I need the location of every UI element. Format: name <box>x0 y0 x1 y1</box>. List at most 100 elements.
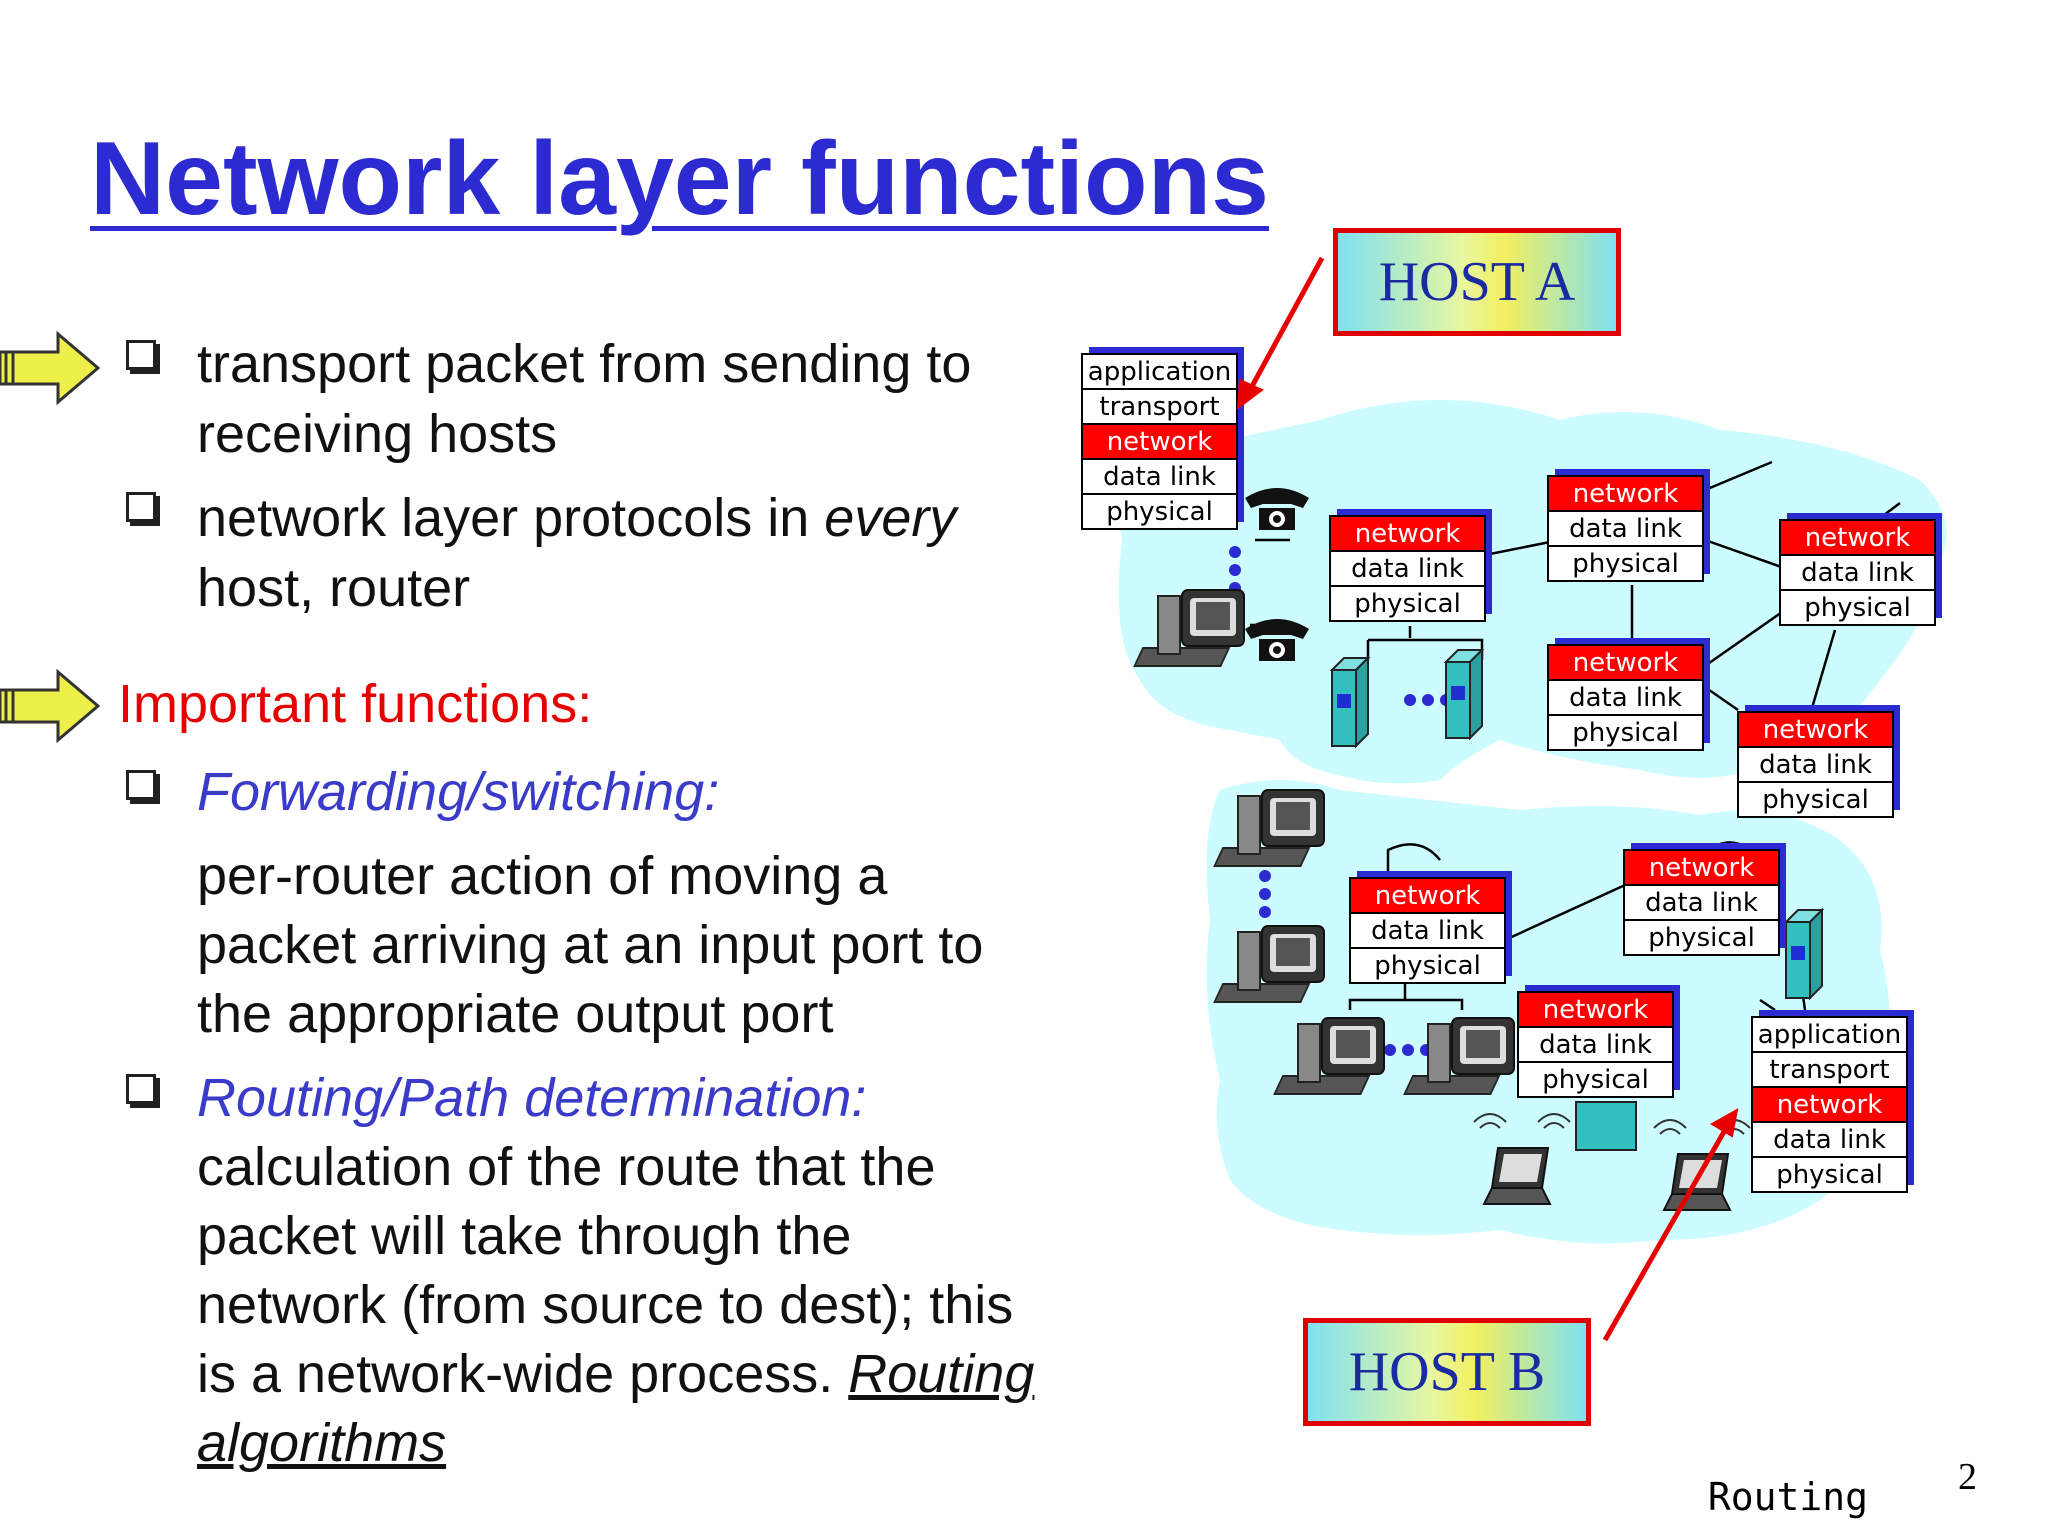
layer-label-network: network <box>1573 479 1679 509</box>
layer-network <box>1081 423 1238 460</box>
layer-application <box>1751 1016 1908 1053</box>
important-functions-heading: Important functions: <box>118 674 593 734</box>
slide-title: Network layer functions <box>90 121 1269 237</box>
layer-application <box>1081 353 1238 390</box>
routing-algorithms-link[interactable]: Routing <box>848 1344 1035 1404</box>
layer-label-datalink: data link <box>1371 916 1484 946</box>
network-cloud <box>1118 400 1947 784</box>
protocol-stack: network data link physical <box>1517 985 1680 1098</box>
layer-label-datalink: data link <box>1759 750 1872 780</box>
layer-network <box>1623 849 1780 886</box>
layer-label-physical: physical <box>1648 923 1755 953</box>
protocol-stack: network data link physical <box>1737 705 1900 818</box>
layer-label-transport: transport <box>1099 392 1219 422</box>
layer-label-network: network <box>1375 881 1481 911</box>
layer-datalink <box>1329 550 1486 587</box>
layer-network <box>1779 519 1936 556</box>
bullet-1-line-2: receiving hosts <box>197 404 558 464</box>
routing-line-4: is a network-wide process. Routing <box>197 1344 1035 1404</box>
server-icon <box>1785 909 1823 999</box>
routing-algorithms-link[interactable]: algorithms <box>197 1413 447 1473</box>
layer-label-network: network <box>1543 995 1649 1025</box>
bullet-icon <box>126 492 156 522</box>
layer-label-physical: physical <box>1542 1065 1649 1095</box>
layer-label-physical: physical <box>1354 589 1461 619</box>
layer-datalink <box>1623 884 1780 921</box>
layer-label-network: network <box>1107 427 1213 457</box>
hub-box <box>1575 1101 1637 1151</box>
protocol-stack: network data link physical <box>1329 509 1492 622</box>
layer-label-datalink: data link <box>1773 1125 1886 1155</box>
routing-heading: Routing/Path determination: <box>197 1068 867 1128</box>
bullet-icon <box>126 340 156 370</box>
layer-label-physical: physical <box>1776 1160 1883 1190</box>
layer-label-transport: transport <box>1769 1055 1889 1085</box>
layer-physical <box>1081 493 1238 530</box>
host-b-label: HOST B <box>1303 1318 1591 1426</box>
layer-physical <box>1547 545 1704 582</box>
layer-label-physical: physical <box>1804 593 1911 623</box>
protocol-stack: application transport network data link phys… <box>1081 347 1244 530</box>
layer-physical <box>1329 585 1486 622</box>
routing-line-3: network (from source to dest); this <box>197 1275 1014 1335</box>
forwarding-line-2: packet arriving at an input port to <box>197 915 984 975</box>
layer-network <box>1517 991 1674 1028</box>
footer-label: Routing <box>1707 1475 1868 1519</box>
layer-label-network: network <box>1777 1090 1883 1120</box>
layer-datalink <box>1081 458 1238 495</box>
layer-label-physical: physical <box>1572 718 1679 748</box>
layer-label-datalink: data link <box>1645 888 1758 918</box>
routing-line-5: algorithms <box>197 1409 446 1478</box>
layer-physical <box>1779 589 1936 626</box>
layer-physical <box>1349 947 1506 984</box>
protocol-stack: application transport network data link phys… <box>1751 1010 1914 1193</box>
layer-physical <box>1737 781 1894 818</box>
layer-network <box>1737 711 1894 748</box>
protocol-stack: network data link physical <box>1623 843 1786 956</box>
bullet-2-line-2: host, router <box>197 558 471 618</box>
protocol-stack: network data link physical <box>1779 513 1942 626</box>
layer-label-physical: physical <box>1374 951 1481 981</box>
layer-transport <box>1751 1051 1908 1088</box>
arrow-right-icon <box>0 330 100 406</box>
layer-label-physical: physical <box>1106 497 1213 527</box>
layer-label-datalink: data link <box>1539 1030 1652 1060</box>
layer-datalink <box>1349 912 1506 949</box>
protocol-stack: network data link physical <box>1349 871 1512 984</box>
layer-datalink <box>1751 1121 1908 1158</box>
layer-physical <box>1623 919 1780 956</box>
bullet-1-line-1: transport packet from sending to <box>197 334 972 394</box>
layer-label-datalink: data link <box>1801 558 1914 588</box>
layer-label-physical: physical <box>1762 785 1869 815</box>
layer-datalink <box>1547 510 1704 547</box>
layer-network <box>1547 475 1704 512</box>
layer-label-network: network <box>1573 648 1679 678</box>
layer-network <box>1349 877 1506 914</box>
bullet-2-line-1: network layer protocols in every <box>197 488 957 548</box>
layer-label-network: network <box>1355 519 1461 549</box>
layer-label-application: application <box>1088 357 1231 387</box>
layer-label-application: application <box>1758 1020 1901 1050</box>
host-a-label: HOST A <box>1333 228 1621 336</box>
layer-label-network: network <box>1763 715 1869 745</box>
layer-datalink <box>1737 746 1894 783</box>
layer-physical <box>1751 1156 1908 1193</box>
routing-line-1: calculation of the route that the <box>197 1137 936 1197</box>
layer-physical <box>1547 714 1704 751</box>
layer-datalink <box>1517 1026 1674 1063</box>
page-number: 2 <box>1958 1456 1977 1498</box>
layer-label-datalink: data link <box>1351 554 1464 584</box>
forwarding-heading: Forwarding/switching: <box>197 762 720 822</box>
server-icon <box>1331 657 1369 747</box>
forwarding-line-3: the appropriate output port <box>197 984 834 1044</box>
layer-label-physical: physical <box>1572 549 1679 579</box>
layer-label-network: network <box>1649 853 1755 883</box>
protocol-stack: network data link physical <box>1547 469 1710 582</box>
layer-label-datalink: data link <box>1569 683 1682 713</box>
layer-label-network: network <box>1805 523 1911 553</box>
layer-label-datalink: data link <box>1103 462 1216 492</box>
layer-transport <box>1081 388 1238 425</box>
arrow-right-icon <box>0 668 100 744</box>
layer-label-datalink: data link <box>1569 514 1682 544</box>
layer-physical <box>1517 1061 1674 1098</box>
